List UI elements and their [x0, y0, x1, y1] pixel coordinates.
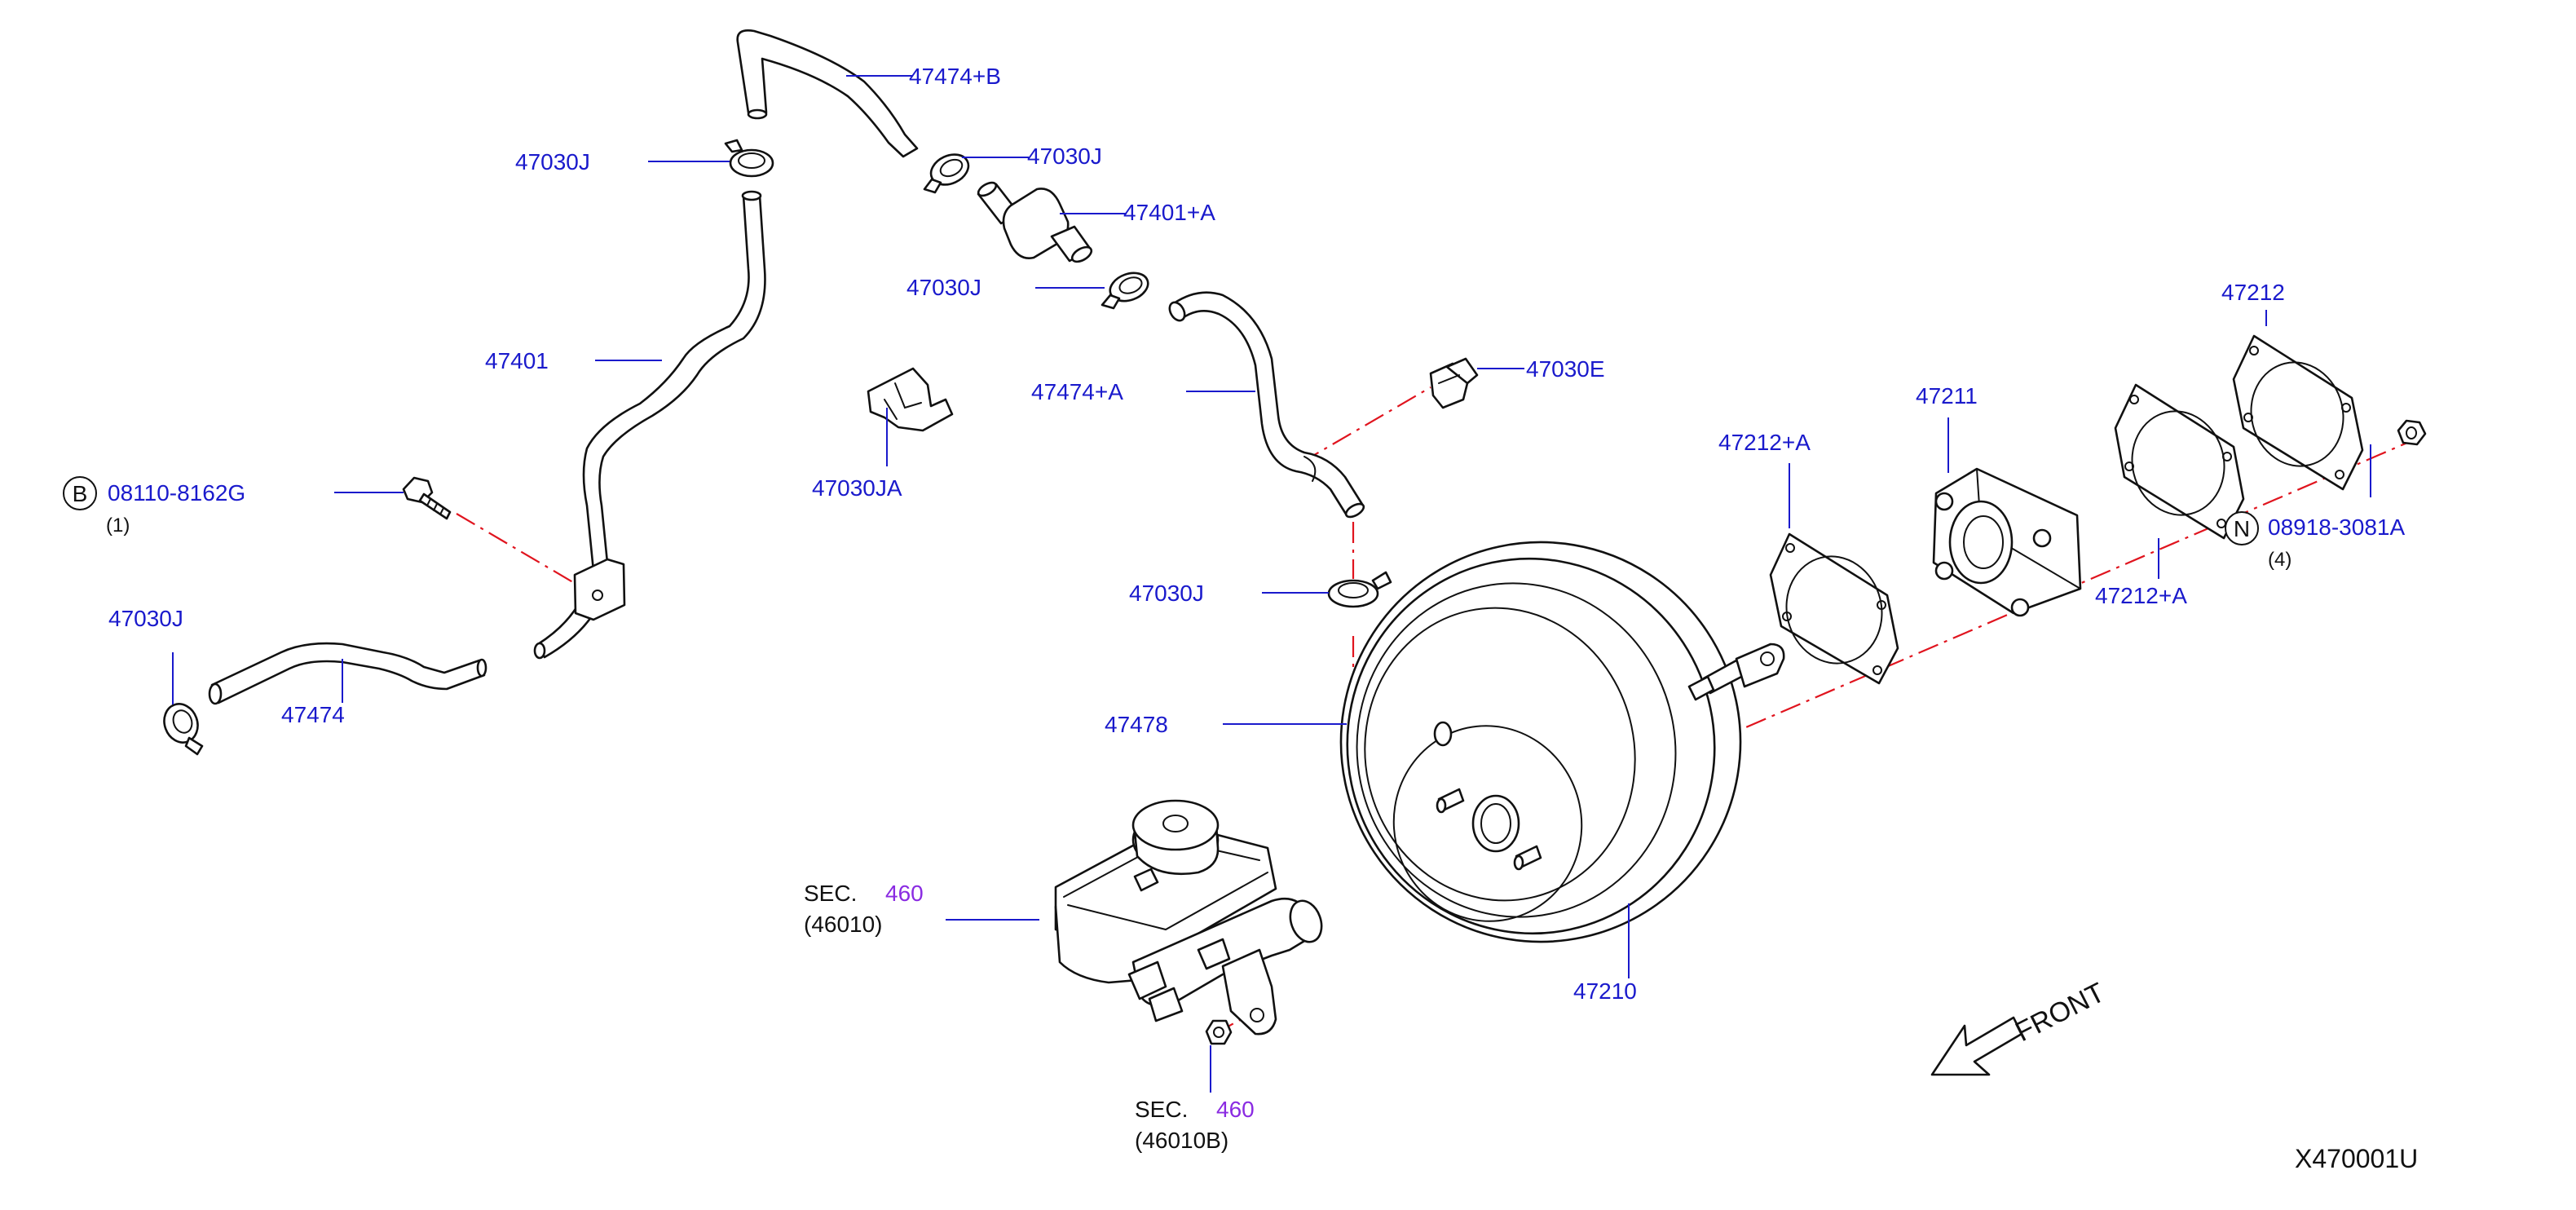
label-nut-qty: (4): [2268, 549, 2291, 571]
link-sec-460-b[interactable]: 460: [1216, 1097, 1255, 1122]
label-clamp-low[interactable]: 47030J: [1129, 581, 1204, 606]
front-arrow-icon: FRONT: [1930, 977, 2110, 1076]
gasket-47212-a-middle[interactable]: [2114, 383, 2245, 540]
spacer-47211[interactable]: [1932, 467, 2082, 617]
gasket-47212[interactable]: [2232, 334, 2364, 491]
label-sec-ref-46010b: (46010B): [1135, 1128, 1228, 1153]
label-gasket-47212[interactable]: 47212: [2221, 280, 2285, 305]
clip-47030ja[interactable]: [867, 367, 954, 432]
hose-47474[interactable]: [208, 642, 487, 705]
nut-08918-3081a[interactable]: [2397, 419, 2427, 446]
hose-clamp-icon-left[interactable]: [159, 700, 204, 756]
badge-n-letter: N: [2234, 516, 2250, 541]
check-valve-47401-a[interactable]: [977, 180, 1094, 265]
diagram-id: X470001U: [2295, 1144, 2418, 1173]
tube-47401[interactable]: [533, 190, 766, 660]
badge-n-icon: [2225, 511, 2259, 545]
hose-47474-b[interactable]: [736, 29, 919, 158]
label-clip-47030ja[interactable]: 47030JA: [812, 475, 902, 501]
label-sec-prefix-1: SEC.: [804, 881, 857, 906]
link-sec-460-a[interactable]: 460: [885, 881, 924, 906]
hose-clamp-icon-top-left[interactable]: [724, 139, 774, 178]
label-bolt-08110-8162g[interactable]: 08110-8162G: [108, 480, 245, 506]
grommet-47030e[interactable]: [1429, 357, 1479, 409]
leader-lines: [172, 75, 2371, 1093]
master-cylinder-nut[interactable]: [1205, 1019, 1233, 1045]
hose-clamp-icon-low[interactable]: [1327, 571, 1392, 608]
label-grommet-47030e[interactable]: 47030E: [1526, 356, 1605, 382]
brake-booster-47210[interactable]: [1303, 505, 1785, 978]
label-nut-08918-3081a[interactable]: 08918-3081A: [2268, 514, 2405, 540]
label-booster-47210[interactable]: 47210: [1573, 978, 1637, 1004]
badge-b-letter: B: [73, 481, 88, 506]
hose-47474-a[interactable]: [1167, 291, 1365, 520]
front-label: FRONT: [2010, 977, 2110, 1048]
label-hose-47474-b[interactable]: 47474+B: [909, 64, 1001, 89]
badge-b-icon: [63, 476, 97, 510]
label-sec-prefix-2: SEC.: [1135, 1097, 1188, 1122]
label-valve-47401-a[interactable]: 47401+A: [1123, 200, 1215, 225]
label-sec-ref-46010: (46010): [804, 912, 883, 937]
master-cylinder[interactable]: [1054, 799, 1327, 1036]
label-hose-47474[interactable]: 47474: [281, 702, 345, 727]
label-spacer-47211[interactable]: 47211: [1916, 383, 1978, 408]
label-connector-47478[interactable]: 47478: [1105, 712, 1168, 737]
label-hose-47474-a[interactable]: 47474+A: [1031, 379, 1123, 404]
label-clamp-top-left[interactable]: 47030J: [515, 149, 590, 174]
label-tube-47401[interactable]: 47401: [485, 348, 549, 373]
part-labels: 47474+B 47030J 47030J 47401+A 47030J 474…: [63, 64, 2418, 1173]
gasket-47212-a-near-booster[interactable]: [1769, 532, 1899, 685]
label-gasket-47212-a-low[interactable]: 47212+A: [2095, 583, 2187, 608]
hose-clamp-icon-mid[interactable]: [1101, 268, 1152, 310]
label-clamp-top-mid[interactable]: 47030J: [1027, 144, 1102, 169]
label-clamp-left[interactable]: 47030J: [108, 606, 183, 631]
label-gasket-47212-a-top[interactable]: 47212+A: [1718, 430, 1811, 455]
label-clamp-mid[interactable]: 47030J: [906, 275, 981, 300]
hose-clamp-icon-top-mid[interactable]: [923, 148, 973, 194]
label-bolt-qty: (1): [106, 514, 130, 537]
bolt-08110-8162g[interactable]: [402, 476, 452, 520]
